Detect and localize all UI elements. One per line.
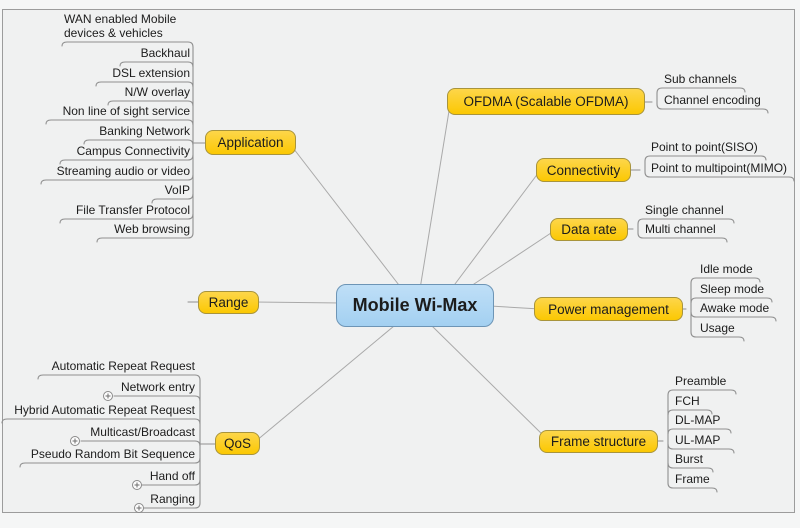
leaf-node-web-browsing[interactable]: Web browsing [114,222,190,236]
leaf-node-ul-map[interactable]: UL-MAP [675,433,721,447]
leaf-node-point-to-point[interactable]: Point to point(SISO) [651,140,758,154]
leaf-node-usage[interactable]: Usage [700,321,735,335]
leaf-node-streaming[interactable]: Streaming audio or video [56,164,190,178]
leaf-node-burst[interactable]: Burst [675,452,704,466]
branch-node-connectivity[interactable]: Connectivity [536,158,631,182]
leaf-node-pseudo-random-bit-sequence[interactable]: Pseudo Random Bit Sequence [30,447,195,461]
branch-node-application[interactable]: Application [205,130,296,155]
leaf-node-nw-overlay[interactable]: N/W overlay [124,85,190,99]
leaf-node-single-channel[interactable]: Single channel [645,203,724,217]
plus-circle-icon[interactable] [132,480,142,490]
leaf-node-banking-network[interactable]: Banking Network [99,124,190,138]
branch-node-data-rate[interactable]: Data rate [550,218,628,241]
leaf-node-dsl-extension[interactable]: DSL extension [112,66,190,80]
leaf-node-campus-connectivity[interactable]: Campus Connectivity [76,144,190,158]
leaf-node-sleep-mode[interactable]: Sleep mode [700,282,765,296]
leaf-node-ranging[interactable]: Ranging [150,492,195,506]
central-topic[interactable]: Mobile Wi-Max [336,284,494,327]
plus-circle-icon[interactable] [103,391,113,401]
leaf-node-ftp[interactable]: File Transfer Protocol [75,203,190,217]
branch-node-ofdma[interactable]: OFDMA (Scalable OFDMA) [447,88,645,115]
leaf-node-dl-map[interactable]: DL-MAP [675,413,721,427]
plus-circle-icon[interactable] [134,503,144,513]
leaf-node-voip[interactable]: VoIP [164,183,190,197]
leaf-node-backhaul[interactable]: Backhaul [140,46,190,60]
leaf-node-non-line-of-sight[interactable]: Non line of sight service [62,104,190,118]
leaf-node-fch[interactable]: FCH [675,394,700,408]
leaf-node-point-to-multipoint[interactable]: Point to multipoint(MIMO) [651,161,788,175]
plus-circle-icon[interactable] [70,436,80,446]
leaf-node-multi-channel[interactable]: Multi channel [645,222,716,236]
leaf-node-network-entry[interactable]: Network entry [120,380,195,394]
branch-node-qos[interactable]: QoS [215,432,260,455]
leaf-node-preamble[interactable]: Preamble [675,374,727,388]
leaf-node-frame[interactable]: Frame [675,472,710,486]
branch-node-frame-structure[interactable]: Frame structure [539,430,658,453]
leaf-node-sub-channels[interactable]: Sub channels [664,72,737,86]
leaf-node-hand-off[interactable]: Hand off [149,469,195,483]
leaf-node-multicast-broadcast[interactable]: Multicast/Broadcast [90,425,195,439]
leaf-node-awake-mode[interactable]: Awake mode [700,301,770,315]
leaf-node-hybrid-arq[interactable]: Hybrid Automatic Repeat Request [14,403,195,417]
leaf-node-channel-encoding[interactable]: Channel encoding [664,93,761,107]
leaf-node-idle-mode[interactable]: Idle mode [700,262,753,276]
leaf-node-wan-enabled[interactable]: WAN enabled Mobile devices & vehicles [64,12,177,40]
branch-node-range[interactable]: Range [198,291,259,314]
branch-node-power-management[interactable]: Power management [534,297,683,321]
leaf-node-automatic-repeat-request[interactable]: Automatic Repeat Request [51,359,195,373]
